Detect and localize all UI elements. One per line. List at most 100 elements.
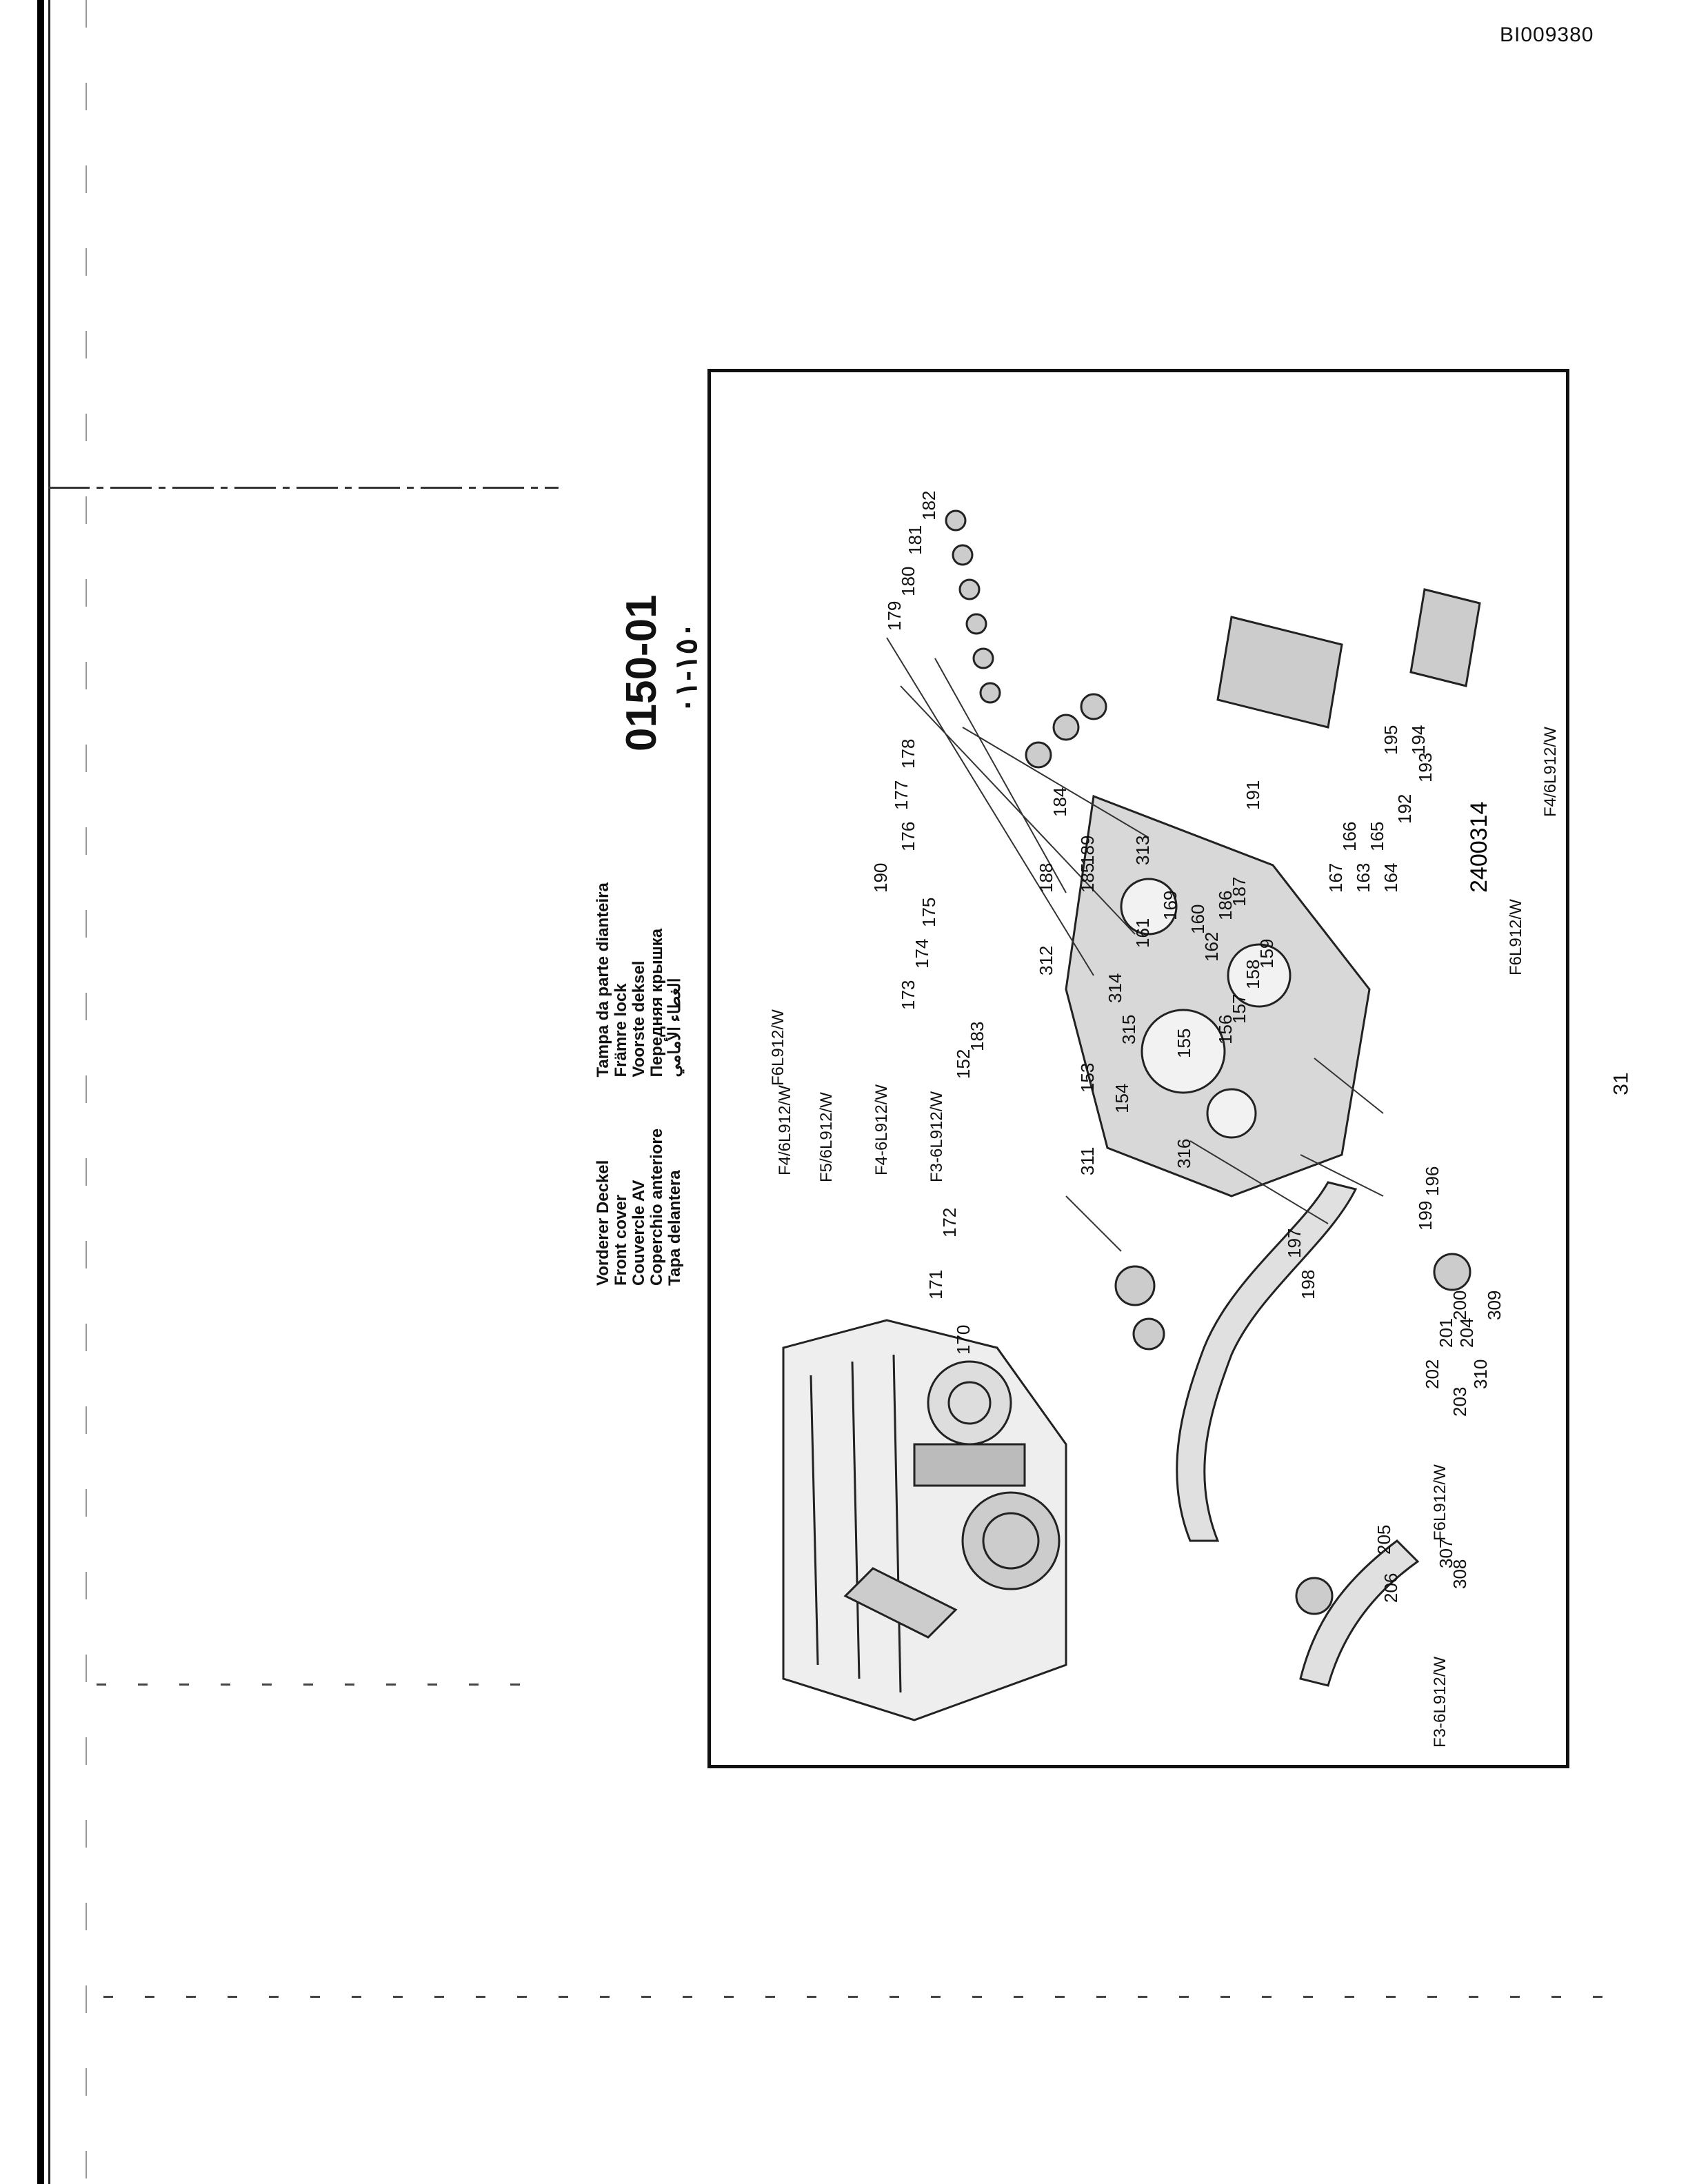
part-callout: 179 [884, 601, 905, 631]
part-callout: 153 [1077, 1063, 1098, 1093]
binding-edge-inner [48, 0, 50, 2184]
title-name: Coperchio anteriore [647, 1128, 666, 1286]
engine-variant-label: F6L912/W [769, 1009, 787, 1086]
part-callout: 205 [1374, 1525, 1394, 1555]
title-name: Främre lock [612, 983, 630, 1078]
drawing-number: 2400314 [1466, 802, 1492, 893]
title-name: الغطاء الأمامي [665, 978, 684, 1078]
part-callout: 157 [1229, 994, 1249, 1024]
front-cover-drawing [1065, 794, 1371, 1197]
part-callout: 173 [898, 980, 918, 1010]
part-callout: 185 [1077, 863, 1098, 893]
part-callout: 172 [939, 1208, 960, 1237]
part-callout: 183 [967, 1022, 987, 1051]
part-callout: 192 [1394, 794, 1415, 824]
title-name: Voorste deksel [630, 960, 648, 1078]
part-callout: 309 [1484, 1291, 1505, 1320]
part-callout: 198 [1298, 1270, 1318, 1300]
part-callout: 163 [1353, 863, 1374, 893]
part-callout: 182 [918, 491, 939, 520]
part-callout: 166 [1339, 822, 1360, 851]
part-callout: 316 [1174, 1139, 1194, 1169]
part-callout: 165 [1367, 822, 1387, 851]
scan-artifact-dashed-line [48, 487, 559, 489]
part-callout: 203 [1449, 1387, 1470, 1417]
engine-variant-label: F3-6L912/W [927, 1091, 946, 1182]
part-callout: 201 [1436, 1318, 1456, 1348]
part-callout: 314 [1105, 973, 1125, 1003]
part-callout: 191 [1243, 780, 1263, 810]
part-callout: 169 [1160, 891, 1180, 920]
part-callout: 307 [1436, 1539, 1456, 1568]
engine-variant-label: F3-6L912/W [1431, 1657, 1449, 1748]
title-name: Tapa delantera [665, 1170, 684, 1286]
part-callout: 187 [1229, 877, 1249, 907]
part-callout: 180 [898, 567, 918, 596]
scan-artifact-dots [97, 1684, 538, 1686]
part-callout: 194 [1408, 725, 1429, 755]
part-callout: 167 [1325, 863, 1346, 893]
part-callout: 162 [1201, 932, 1222, 962]
part-callout: 189 [1077, 836, 1098, 865]
pipe-drawing [1176, 1181, 1420, 1687]
part-callout: 202 [1422, 1359, 1443, 1389]
part-callout: 190 [870, 863, 891, 893]
part-callout: 154 [1112, 1084, 1132, 1113]
part-callout: 313 [1132, 836, 1153, 865]
part-callout: 155 [1174, 1029, 1194, 1058]
part-callout: 186 [1215, 891, 1236, 920]
part-number-title: 0150-01 [618, 594, 665, 751]
part-callout: 199 [1415, 1201, 1436, 1231]
part-callout: 204 [1456, 1318, 1477, 1348]
engine-variant-label: F4/6L912/W [1541, 727, 1560, 817]
part-callout: 174 [912, 939, 932, 969]
part-callout: 311 [1077, 1147, 1098, 1175]
title-names-left: Vorderer Deckel Front cover Couvercle AV… [594, 1129, 684, 1286]
part-callout: 160 [1187, 904, 1208, 934]
part-callout: 164 [1380, 863, 1401, 893]
title-name: Couvercle AV [630, 1180, 648, 1286]
part-callout: 178 [898, 739, 918, 769]
part-callout: 196 [1422, 1166, 1443, 1196]
part-callout: 188 [1036, 863, 1056, 893]
part-callout: 206 [1380, 1573, 1401, 1603]
part-callout: 195 [1380, 725, 1401, 755]
part-callout: 308 [1449, 1559, 1470, 1589]
part-callout: 312 [1036, 946, 1056, 975]
part-callout: 193 [1415, 753, 1436, 782]
title-name: Tampa da parte dianteira [594, 882, 612, 1078]
title-names-right: Tampa da parte dianteira Främre lock Voo… [594, 882, 684, 1077]
part-number-arabic: ١٥٠-٠١ [670, 622, 703, 714]
title-name: Vorderer Deckel [594, 1160, 612, 1286]
part-callout: 170 [953, 1325, 974, 1355]
title-name: Передняя крышка [647, 928, 666, 1078]
part-callout: 159 [1256, 939, 1277, 969]
part-callout: 310 [1470, 1359, 1491, 1389]
page-number: 31 [1609, 1072, 1633, 1095]
title-names-block: Vorderer Deckel Front cover Couvercle AV… [594, 834, 684, 1286]
leader-lines [886, 637, 1384, 1252]
part-callout: 176 [898, 822, 918, 851]
title-name: Front cover [612, 1194, 630, 1286]
scan-artifact-line [86, 0, 87, 2184]
part-callout: 200 [1449, 1291, 1470, 1320]
part-callout: 177 [891, 780, 912, 810]
engine-variant-label: F4/6L912/W [776, 1085, 794, 1175]
engine-variant-label: F4-6L912/W [872, 1084, 891, 1175]
part-callout: 171 [925, 1270, 946, 1300]
engine-variant-label: F5/6L912/W [817, 1092, 836, 1182]
engine-block-drawing [782, 1319, 1067, 1721]
small-parts [945, 509, 1481, 1615]
part-callout: 184 [1049, 787, 1070, 817]
part-callout: 158 [1243, 960, 1263, 989]
diagram-frame [707, 369, 1569, 1768]
binding-edge [37, 0, 44, 2184]
part-callout: 315 [1118, 1015, 1139, 1044]
part-callout: 197 [1284, 1228, 1305, 1258]
part-callout: 161 [1132, 918, 1153, 948]
engine-variant-label: F6L912/W [1507, 899, 1525, 975]
part-callout: 181 [905, 525, 925, 555]
part-callout: 175 [918, 898, 939, 927]
